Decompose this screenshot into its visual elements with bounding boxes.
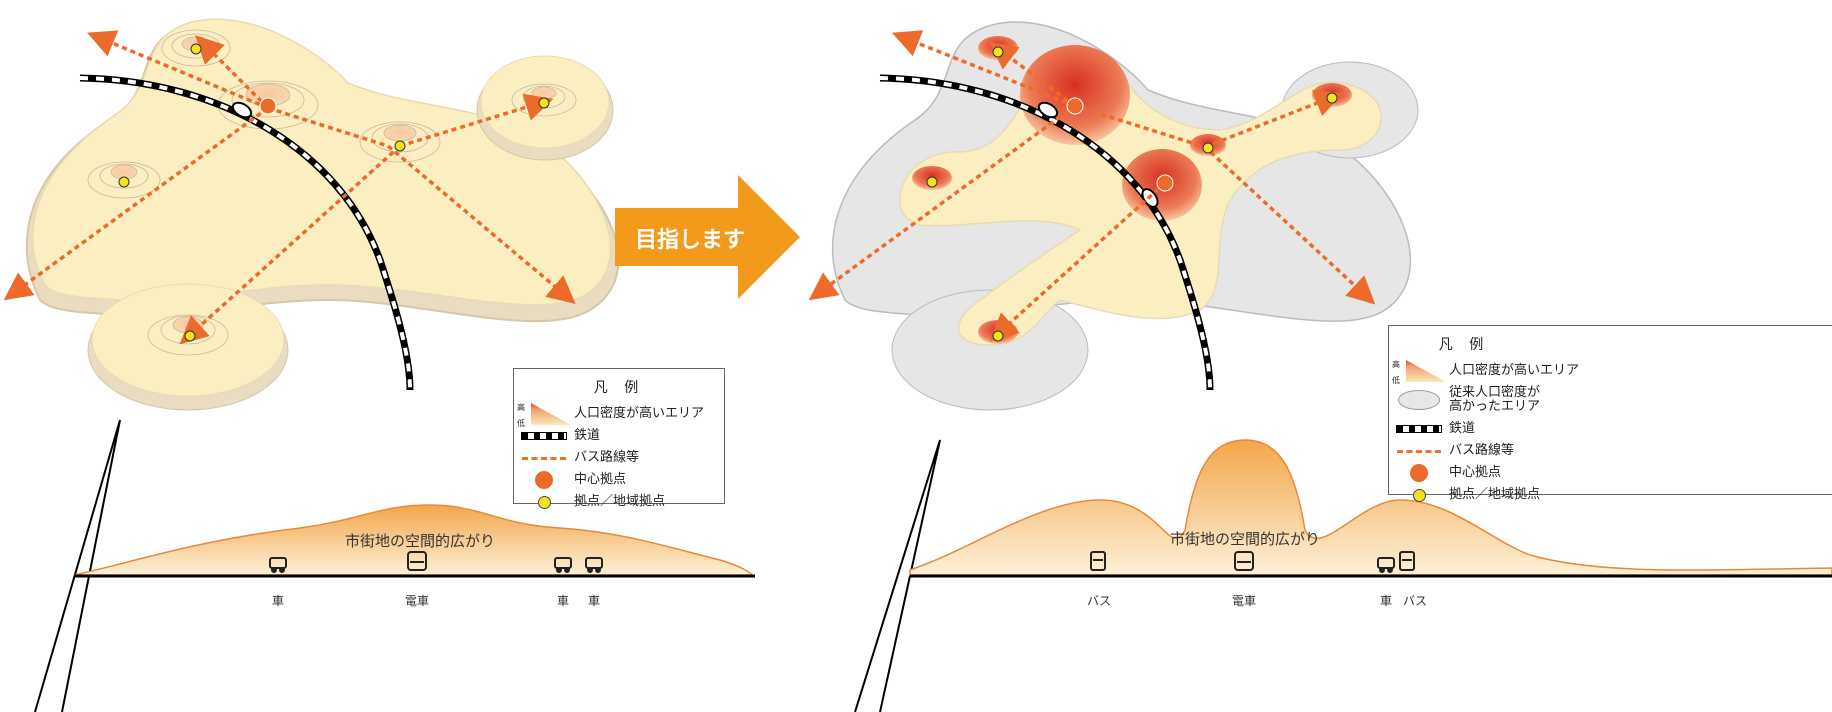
- legend-label: 中心拠点: [1449, 465, 1502, 480]
- central-hub: [1156, 174, 1174, 192]
- railway-icon: [521, 432, 567, 440]
- local-hub-icon: [537, 495, 551, 509]
- vehicle-label: バス: [1402, 594, 1427, 608]
- arrow-label: 目指します: [634, 228, 745, 253]
- legend-label: 拠点／地域拠点: [1449, 487, 1541, 502]
- vehicle-label: 車: [587, 594, 600, 608]
- station: [1037, 101, 1059, 119]
- vehicle-label: 車: [556, 594, 569, 608]
- legend-item: 高 低 人口密度が高いエリア: [1389, 360, 1832, 385]
- density-gradient-icon: 高 低: [514, 403, 574, 428]
- right-panel: [808, 21, 1832, 712]
- spatial-profile: [74, 504, 754, 576]
- station: [231, 101, 253, 119]
- bus-route-icon: [1397, 449, 1441, 453]
- central-hub-icon: [535, 471, 553, 489]
- vehicle-label: 電車: [1231, 594, 1256, 608]
- legend-item: 中心拠点: [514, 469, 724, 491]
- bus-icon: [1090, 551, 1106, 571]
- central-hub: [259, 97, 277, 115]
- legend-label: 拠点／地域拠点: [574, 494, 666, 509]
- vehicle-label: 車: [1379, 594, 1392, 608]
- car-icon: [269, 557, 287, 573]
- profile-label-right: 市街地の空間的広がり: [1170, 530, 1321, 548]
- transition-arrow: [615, 175, 800, 299]
- vehicle-label: 電車: [404, 594, 429, 608]
- legend-label: バス路線等: [1449, 443, 1515, 458]
- gauge-low-label: 低: [517, 419, 525, 428]
- former-area-icon: [1398, 390, 1440, 410]
- profile-label-left: 市街地の空間的広がり: [345, 532, 496, 550]
- local-hubs: [118, 43, 550, 342]
- leader-lines: [34, 419, 121, 712]
- vehicle-label: 車: [271, 594, 284, 608]
- vehicle-label: バス: [1086, 594, 1111, 608]
- bus-routes: [3, 30, 576, 345]
- legend-item: 中心拠点: [1389, 462, 1832, 484]
- train-icon: [1234, 551, 1254, 571]
- legend-label: 中心拠点: [574, 472, 627, 487]
- gauge-high-label: 高: [517, 403, 525, 412]
- legend-right: 凡 例 高 低 人口密度が高いエリア 従来人口密度が 高かったエリア 鉄道 バス…: [1388, 325, 1832, 502]
- legend-item: バス路線等: [514, 447, 724, 469]
- car-icon: [1377, 557, 1395, 573]
- legend-title: 凡 例: [1438, 337, 1490, 353]
- density-gradient-icon: 高 低: [1389, 360, 1449, 385]
- legend-item: 鉄道: [1389, 418, 1832, 440]
- spatial-profile: [909, 439, 1832, 576]
- legend-label: 鉄道: [574, 428, 601, 443]
- left-panel: [3, 18, 755, 712]
- car-icon: [554, 557, 572, 573]
- legend-left: 凡 例 高 低 人口密度が高いエリア 鉄道 バス路線等 中心拠点 拠点／地域拠点: [513, 368, 725, 509]
- legend-label: 従来人口密度が 高かったエリア: [1449, 386, 1540, 414]
- legend-label: バス路線等: [574, 450, 640, 465]
- legend-item: 鉄道: [514, 425, 724, 447]
- legend-title: 凡 例: [593, 380, 645, 396]
- legend-item: バス路線等: [1389, 440, 1832, 462]
- railway-ties: [79, 76, 412, 391]
- contour-peaks: [87, 29, 577, 356]
- railway-icon: [1396, 425, 1442, 433]
- central-hub-icon: [1410, 464, 1428, 482]
- legend-label: 人口密度が高いエリア: [1449, 363, 1580, 378]
- legend-item: 高 低 人口密度が高いエリア: [514, 403, 724, 428]
- legend-item: 従来人口密度が 高かったエリア: [1389, 382, 1832, 418]
- central-hub: [1066, 97, 1084, 115]
- gauge-low-label: 低: [1392, 376, 1400, 385]
- bus-icon: [1399, 551, 1415, 571]
- legend-label-line2: 高かったエリア: [1449, 399, 1541, 414]
- local-hubs: [926, 46, 1338, 342]
- gauge-high-label: 高: [1392, 360, 1400, 369]
- railway-ties: [879, 76, 1212, 391]
- car-icon: [585, 557, 603, 573]
- train-icon: [407, 551, 427, 571]
- local-hub-icon: [1412, 488, 1426, 502]
- vehicle-icons: [269, 551, 1415, 573]
- legend-label-line1: 従来人口密度が: [1449, 385, 1541, 400]
- bus-route-icon: [522, 456, 566, 460]
- legend-item: 拠点／地域拠点: [514, 491, 724, 513]
- legend-label: 鉄道: [1449, 421, 1476, 436]
- legend-label: 人口密度が高いエリア: [574, 406, 705, 421]
- legend-item: 拠点／地域拠点: [1389, 484, 1832, 506]
